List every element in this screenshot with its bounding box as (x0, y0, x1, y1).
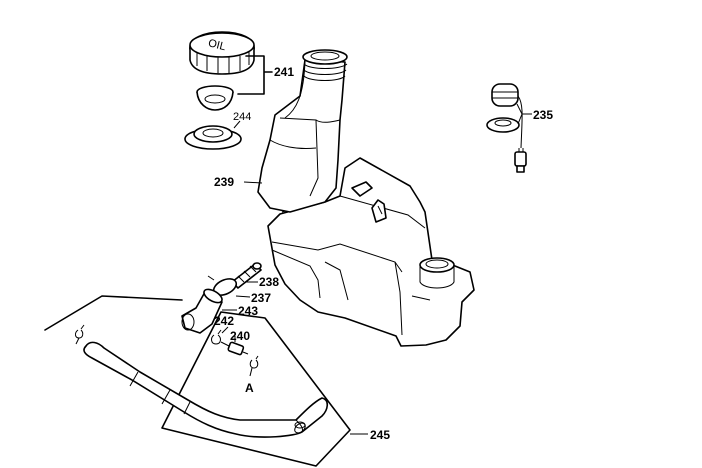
cap-oil-text: OIL (207, 37, 227, 53)
level-switch (486, 83, 527, 173)
elbow-hose-243 (181, 288, 223, 334)
cap-seal (196, 85, 234, 111)
label-244: 244 (233, 111, 251, 123)
leader-239 (243, 181, 263, 184)
grommet-244 (184, 125, 242, 150)
leader-244 (233, 120, 241, 129)
oil-cap: OIL (189, 31, 255, 75)
label-245: 245 (370, 428, 390, 442)
label-240: 240 (230, 329, 250, 343)
clip-a (249, 355, 259, 377)
connector-240 (220, 341, 249, 356)
kit-clip-right (294, 421, 306, 429)
kit-clip-left (75, 324, 85, 345)
leader-242 (221, 326, 229, 334)
label-238: 238 (259, 275, 279, 289)
label-235: 235 (533, 108, 553, 122)
clip-242 (211, 329, 222, 345)
label-241: 241 (274, 65, 294, 79)
label-239: 239 (214, 175, 234, 189)
hose-kit-box (44, 295, 351, 467)
hose-245 (83, 341, 329, 438)
leader-237 (235, 295, 251, 298)
label-237: 237 (251, 291, 271, 305)
oil-tank (257, 49, 475, 347)
label-a: A (245, 381, 254, 395)
leader-235 (516, 103, 532, 125)
leader-241 (237, 55, 273, 95)
